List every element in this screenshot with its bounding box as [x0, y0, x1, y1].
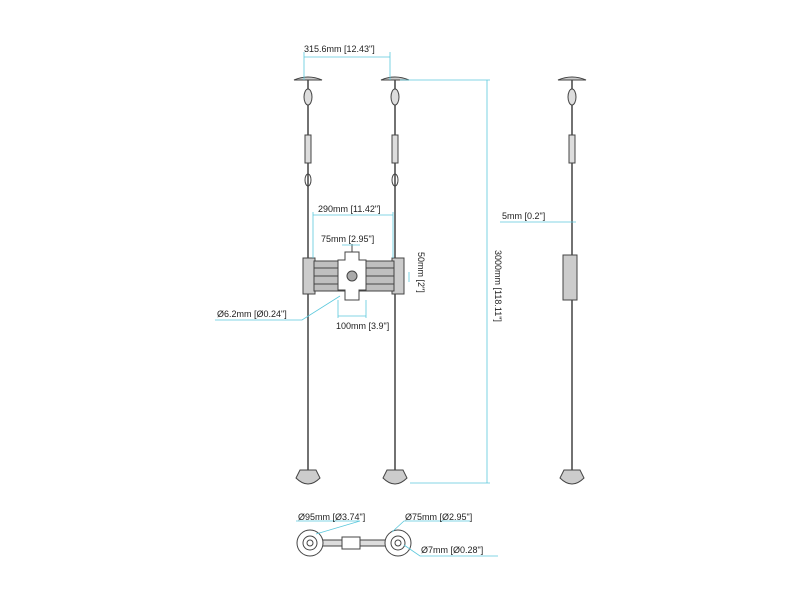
pole-spacing-dimension: 315.6mm [12.43"]: [304, 44, 375, 54]
dimension-lines: [215, 52, 576, 557]
ceiling-plate-left: [293, 76, 323, 81]
vesa-plate: [337, 244, 367, 301]
front-view: [293, 76, 410, 485]
floor-base-left: [295, 469, 321, 485]
hole-diameter-dimension: Ø6.2mm [Ø0.24"]: [217, 309, 287, 319]
cable-hardware-left: [303, 88, 313, 187]
vesa-large-dimension: 100mm [3.9"]: [336, 321, 390, 331]
screw-diameter-dimension: Ø7mm [Ø0.28"]: [421, 545, 484, 555]
vesa-vertical-dimension: 50mm [2"]: [416, 252, 426, 293]
floor-base-right: [382, 469, 408, 485]
vesa-small-dimension: 75mm [2.95"]: [321, 234, 375, 244]
ceiling-plate-right: [380, 76, 410, 81]
side-offset-dimension: 5mm [0.2"]: [502, 211, 546, 221]
inner-diameter-dimension: Ø75mm [Ø2.95"]: [405, 512, 473, 522]
side-view: [557, 76, 587, 485]
cable-hardware-right: [390, 88, 400, 187]
side-mount: [562, 254, 578, 301]
bottom-view: [296, 529, 412, 557]
plate-diameter-dimension: Ø95mm [Ø3.74"]: [298, 512, 366, 522]
height-dimension: 3000mm [118.11"]: [493, 250, 503, 322]
crossbar-width-dimension: 290mm [11.42"]: [318, 204, 381, 214]
